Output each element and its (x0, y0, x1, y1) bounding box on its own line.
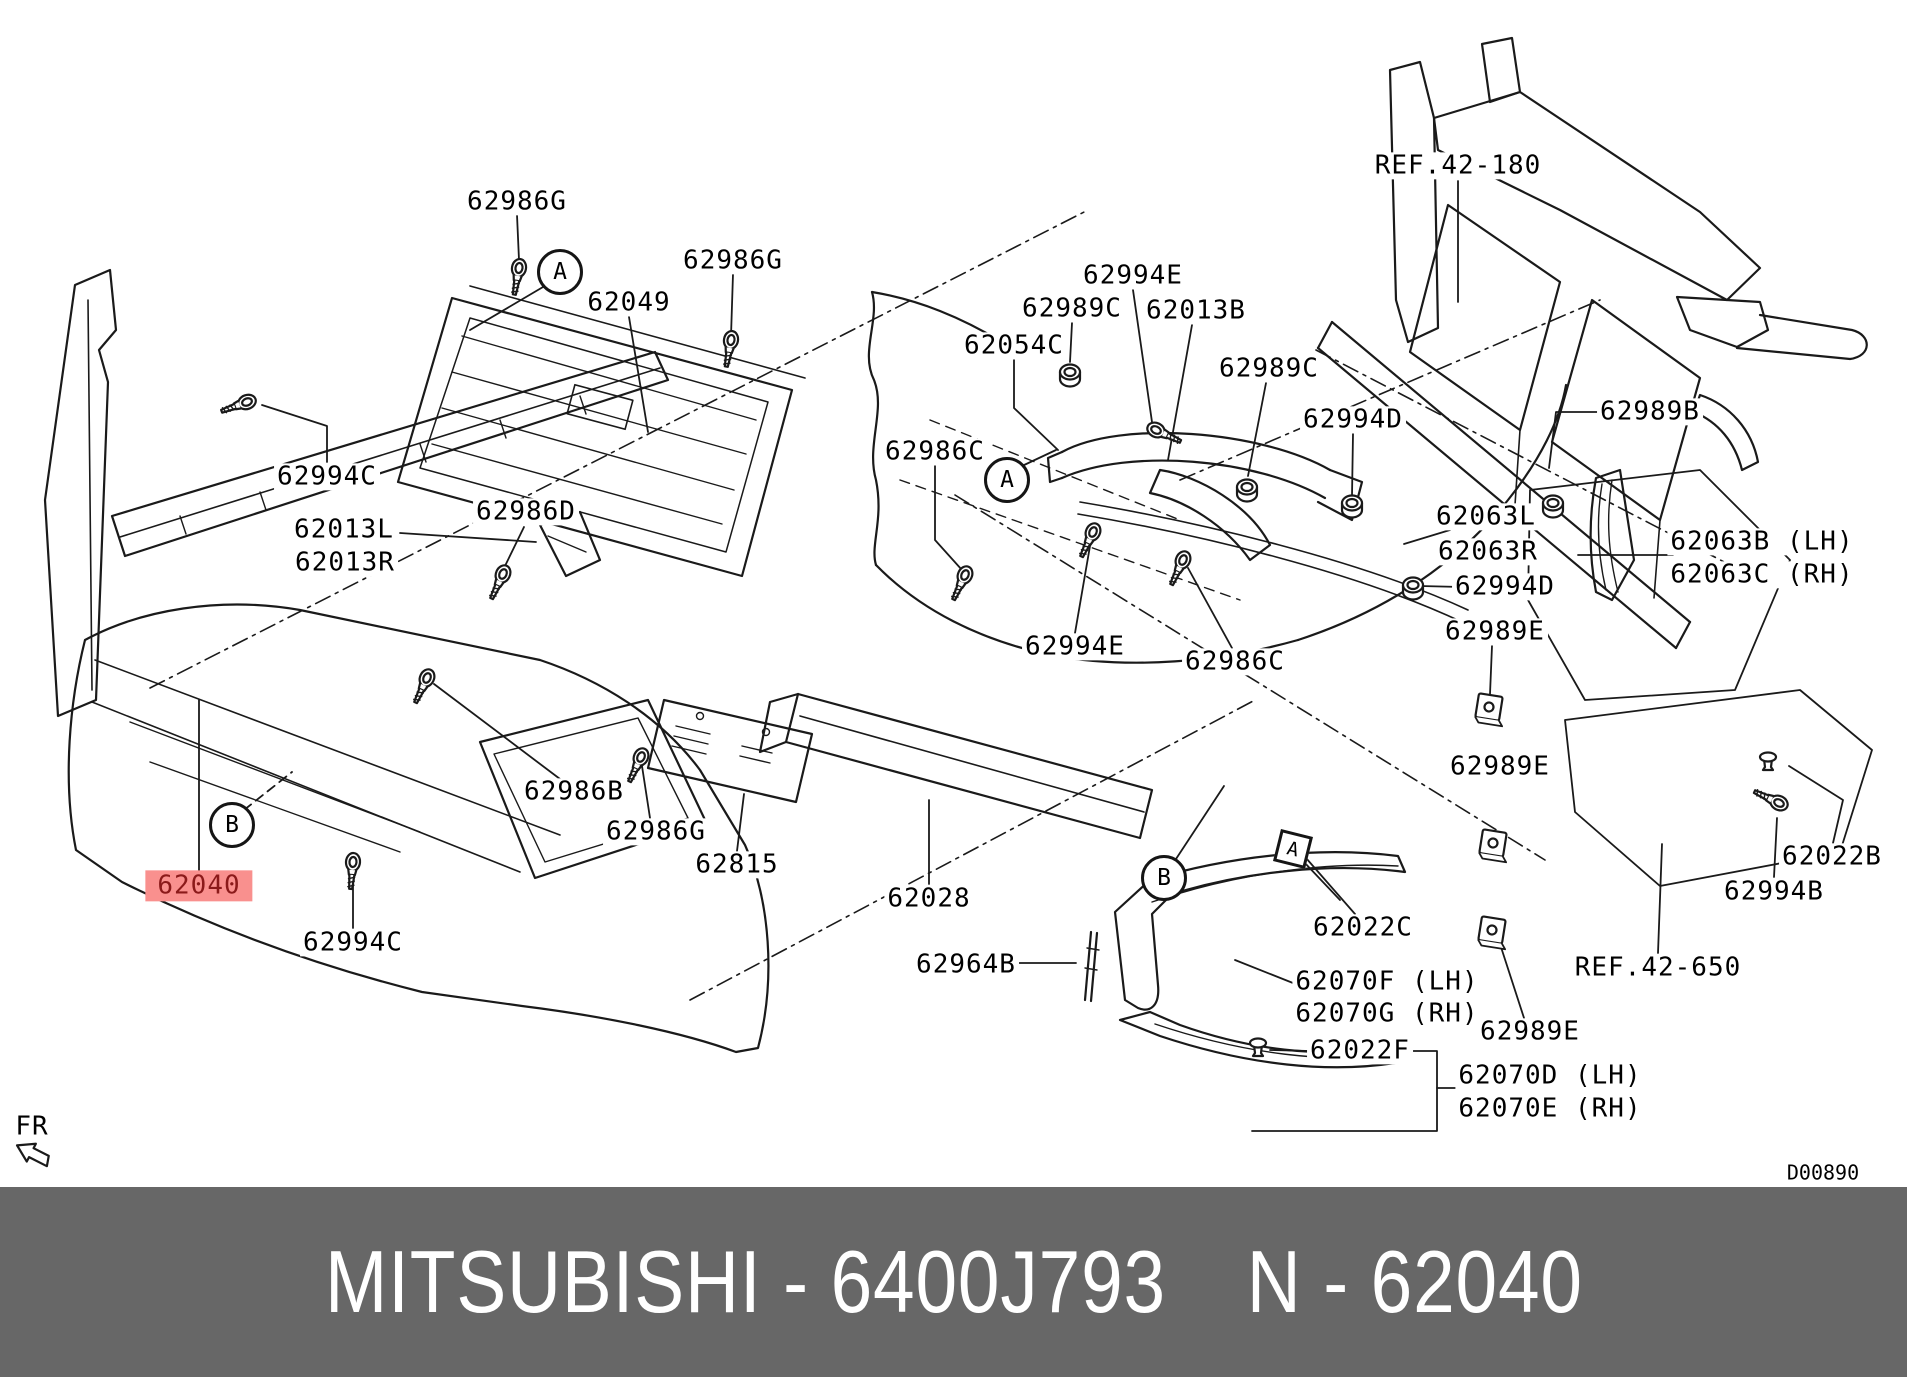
part-label: 62063C (RH) (1667, 561, 1857, 589)
nut-icon (1058, 363, 1082, 388)
part-label: 62994D (1452, 573, 1558, 601)
skid-pin-drawing (1083, 930, 1100, 1003)
diagram-line-art (15, 36, 1873, 1168)
part-label: 62994B (1721, 878, 1827, 906)
part-label: 62013R (292, 549, 398, 577)
part-label-highlighted: 62040 (145, 870, 253, 902)
part-label: 62063L (1433, 503, 1539, 531)
part-label: 62070E (RH) (1455, 1095, 1645, 1123)
screw-icon (1750, 784, 1792, 815)
part-label: 62994D (1300, 406, 1406, 434)
part-label: 62013L (291, 516, 397, 544)
part-label: 62989E (1477, 1018, 1583, 1046)
fastener-icons (218, 256, 1792, 1058)
circled-letter-b: B (209, 802, 255, 848)
part-label: 62994E (1022, 633, 1128, 661)
license-bracket-drawing (646, 698, 814, 804)
part-label: 62994C (274, 463, 380, 491)
part-label: 62964B (913, 951, 1019, 979)
footer-bar: MITSUBISHI - 6400J793 N - 62040 (0, 1187, 1907, 1377)
screw-icon (946, 562, 977, 604)
footer-catalog-number: N - 62040 (1246, 1232, 1583, 1331)
screw-icon (718, 328, 741, 369)
clip-icon (1248, 1037, 1268, 1058)
part-label: 62022F (1307, 1037, 1413, 1065)
part-label: 62028 (884, 885, 974, 913)
part-label: 62070G (RH) (1292, 1000, 1482, 1028)
square-nut-icon (1473, 692, 1508, 728)
nut-icon (1235, 478, 1259, 503)
square-nut-icon (1476, 915, 1511, 951)
part-label: 62986G (603, 818, 709, 846)
part-label: 62989C (1216, 355, 1322, 383)
screw-icon (408, 665, 439, 707)
part-label: 62063R (1435, 538, 1541, 566)
part-label: 62986D (473, 498, 579, 526)
reference-label: REF.42-180 (1371, 152, 1545, 180)
part-label: 62986G (464, 188, 570, 216)
part-label: 62989B (1597, 398, 1703, 426)
nut-icon (1401, 576, 1425, 601)
grille-drawing (396, 285, 806, 578)
screw-icon (218, 391, 259, 419)
circled-letter-b: B (1141, 855, 1187, 901)
fr-arrow-icon (15, 1142, 50, 1168)
part-label: 62994C (300, 929, 406, 957)
part-label: 62022B (1779, 843, 1885, 871)
reference-label: REF.42-650 (1571, 954, 1745, 982)
part-label: 62070D (LH) (1455, 1062, 1645, 1090)
footer-text-group: MITSUBISHI - 6400J793 N - 62040 (325, 1231, 1583, 1333)
screw-icon (484, 561, 515, 603)
part-label: 62986G (680, 247, 786, 275)
side-panel-drawing (1527, 393, 1873, 887)
part-label: 62986B (521, 778, 627, 806)
part-label: 62013B (1143, 297, 1249, 325)
clip-icon (1758, 751, 1778, 772)
part-label: 62989C (1019, 295, 1125, 323)
screw-icon (506, 256, 529, 297)
part-label: 62989E (1447, 753, 1553, 781)
circled-letter-a: A (537, 249, 583, 295)
radiator-support-drawing (1316, 36, 1868, 650)
screw-icon (622, 744, 653, 786)
part-label: 62063B (LH) (1667, 528, 1857, 556)
leader-lines (198, 180, 1844, 1132)
left-bumper-drawing (43, 268, 770, 1054)
nut-icon (1340, 494, 1364, 519)
fr-direction-label: FR (12, 1113, 52, 1141)
square-nut-icon (1477, 828, 1512, 864)
part-label: 62022C (1310, 914, 1416, 942)
part-label: 62054C (961, 332, 1067, 360)
datum-lines (149, 209, 1731, 1001)
circled-letter-a: A (984, 457, 1030, 503)
reinforcement-drawing (1046, 431, 1469, 623)
part-label: 62989E (1442, 618, 1548, 646)
part-label: 62815 (692, 851, 782, 879)
screw-icon (342, 851, 362, 891)
molding-upper-drawing (1113, 851, 1407, 1011)
part-label: 62994E (1080, 262, 1186, 290)
part-label: 62986C (1182, 648, 1288, 676)
part-label: 62049 (584, 289, 674, 317)
drawing-code: D00890 (1783, 1162, 1863, 1184)
part-label: 62986C (882, 438, 988, 466)
footer-brand-part: MITSUBISHI - 6400J793 (324, 1232, 1166, 1331)
nut-icon (1541, 494, 1565, 519)
part-label: 62070F (LH) (1292, 968, 1482, 996)
lower-grille-drawing (758, 692, 1154, 840)
